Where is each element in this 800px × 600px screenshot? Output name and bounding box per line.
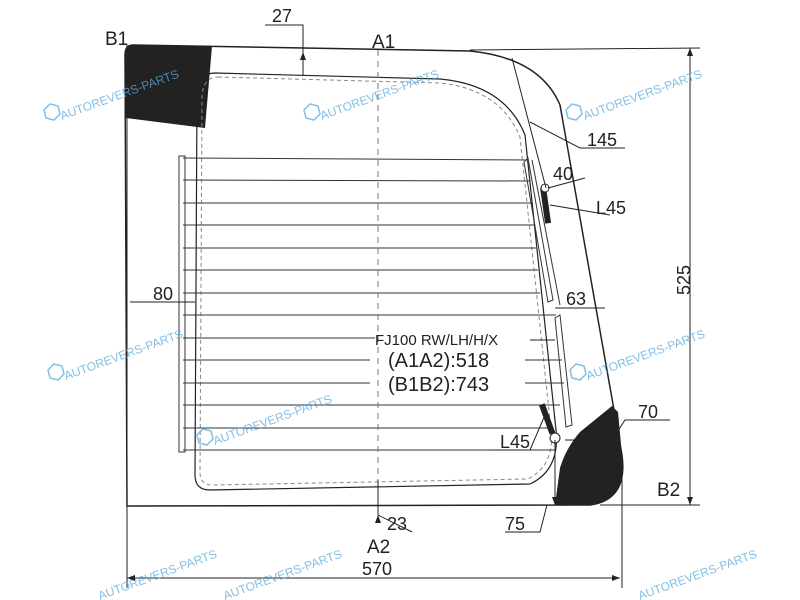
dim-sensor-left-top: L45 (596, 198, 626, 218)
dim-bottom-offset: 23 (387, 514, 407, 534)
dim-corner-radius: 145 (587, 130, 617, 150)
inner-border (194, 72, 558, 491)
point-a1: A1 (372, 32, 395, 53)
dim-width: 570 (362, 559, 392, 579)
watermark-logo-icon (196, 428, 214, 446)
watermark-logo-icon (303, 103, 321, 121)
dim-top-offset: 27 (272, 6, 292, 26)
dim-bottom-right: 75 (505, 514, 525, 534)
watermark: AUTOREVERS-PARTS (96, 547, 219, 600)
point-a2: A2 (367, 537, 390, 558)
arrowheads (127, 48, 693, 581)
dim-sensor-offset: 40 (553, 164, 573, 184)
watermark: AUTOREVERS-PARTS (636, 547, 759, 600)
sensor-connectors (539, 183, 561, 444)
watermark: AUTOREVERS-PARTS (221, 547, 344, 600)
dim-lower-right: 70 (638, 402, 658, 422)
point-b2: B2 (657, 480, 680, 501)
watermark: AUTOREVERS-PARTS (581, 67, 704, 123)
info-code: FJ100 RW/LH/H/X (375, 332, 498, 349)
watermark-logo-icon (43, 103, 61, 121)
info-b1b2: (B1B2):743 (388, 374, 489, 396)
watermark-logo-icon (47, 363, 65, 381)
watermark-logo-icon (565, 103, 583, 121)
watermark-logo-icon (569, 363, 587, 381)
info-a1a2: (A1A2):518 (388, 350, 489, 372)
dim-sensor-left-bottom: L45 (500, 432, 530, 452)
dim-height: 525 (674, 265, 694, 295)
black-band-top-left (125, 45, 212, 128)
point-b1: B1 (105, 29, 128, 50)
heater-grid (178, 155, 573, 453)
black-band-bottom-right (555, 406, 623, 505)
dim-left-band: 80 (153, 284, 173, 304)
dim-right-band: 63 (566, 289, 586, 309)
inner-border-dashed (199, 76, 553, 486)
dimension-lines (126, 24, 701, 588)
